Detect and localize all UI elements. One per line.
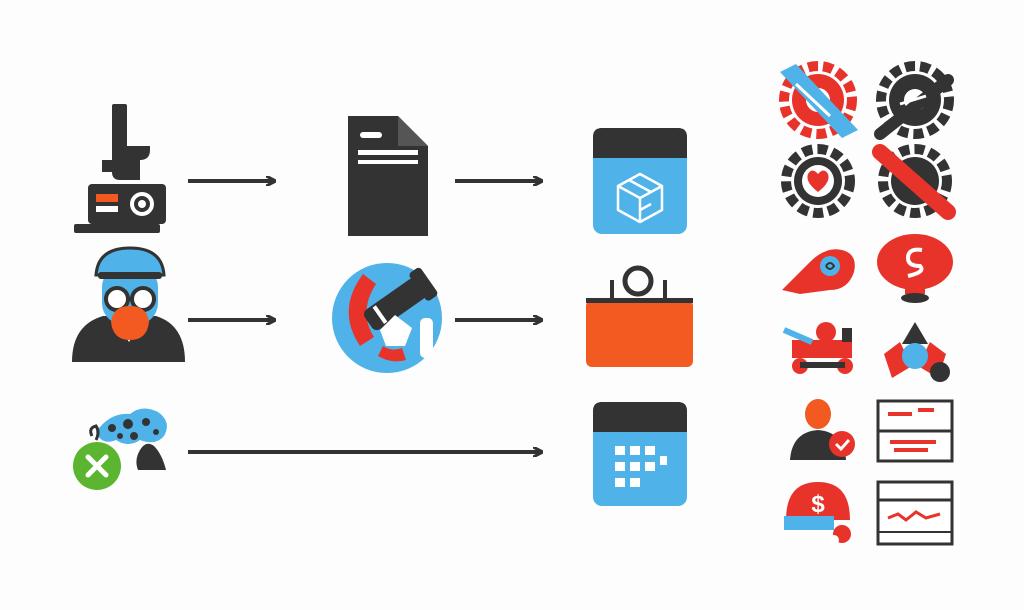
briefcase-icon [586, 265, 693, 367]
microscope-icon [74, 104, 166, 233]
telescope-phone-icon [332, 263, 442, 373]
gear-with-wrench-icon [874, 61, 954, 140]
calendar-grid-icon [593, 402, 687, 506]
svg-text:$: $ [811, 491, 825, 518]
scientist-with-goggles-icon [72, 246, 185, 362]
speech-bubble-dollar-icon [877, 234, 953, 303]
person-approved-icon [790, 399, 855, 460]
gear-with-heart-icon [781, 144, 855, 218]
gear-crossed-icon [872, 144, 956, 220]
molecule-rejected-icon [73, 408, 167, 490]
dollar-piggy-icon: $ [784, 482, 851, 545]
calendar-cube-icon [593, 128, 687, 234]
machinery-scene-icon [782, 322, 853, 374]
hand-with-ear-icon [782, 249, 855, 294]
gear-with-ribbon-icon [779, 61, 858, 139]
document-icon [348, 116, 428, 236]
network-nodes-icon [884, 322, 950, 382]
data-table-icon [876, 399, 954, 463]
chart-panel-icon [876, 480, 954, 546]
